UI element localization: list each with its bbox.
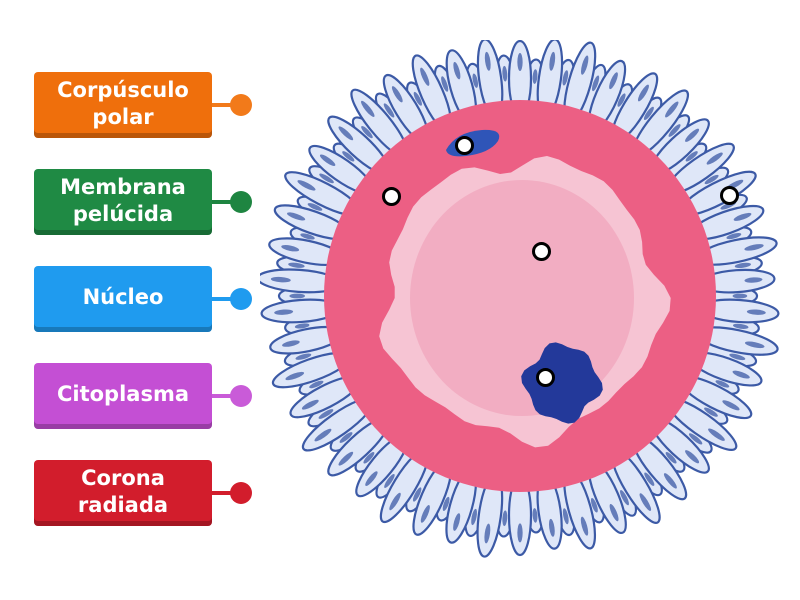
label-text: Corona radiada (77, 465, 169, 517)
corona-cell (698, 298, 780, 324)
drag-handle-icon[interactable] (230, 385, 252, 407)
oocyte-illustration (256, 38, 780, 558)
label-membrana-pelucida[interactable]: Membrana pelúcida (34, 169, 284, 235)
label-box: Corona radiada (34, 460, 212, 526)
drag-handle-icon[interactable] (230, 94, 252, 116)
drop-target-cytoplasm[interactable] (532, 242, 551, 261)
connector-line (212, 394, 234, 398)
drag-handle-icon[interactable] (230, 482, 252, 504)
drop-target-nucleus[interactable] (536, 368, 555, 387)
label-citoplasma[interactable]: Citoplasma (34, 363, 284, 429)
corona-cell (507, 39, 533, 118)
corona-cell (536, 38, 564, 119)
label-text: Corpúsculo polar (57, 77, 189, 129)
label-text: Núcleo (82, 285, 164, 309)
drop-target-corona-radiata[interactable] (720, 186, 739, 205)
label-box: Núcleo (34, 266, 212, 332)
drag-handle-icon[interactable] (230, 191, 252, 213)
label-corona-radiada[interactable]: Corona radiada (34, 460, 284, 526)
nucleus (521, 342, 603, 424)
label-text: Membrana pelúcida (60, 174, 186, 226)
oocyte-diagram (256, 38, 780, 560)
drag-handle-icon[interactable] (230, 288, 252, 310)
corona-cell (476, 38, 504, 119)
corona-cell (260, 298, 342, 324)
drop-target-polar-body[interactable] (455, 136, 474, 155)
label-nucleo[interactable]: Núcleo (34, 266, 284, 332)
label-box: Membrana pelúcida (34, 169, 212, 235)
corona-cell (382, 73, 430, 144)
corona-cell (301, 397, 375, 452)
label-box: Citoplasma (34, 363, 212, 429)
connector-line (212, 297, 234, 301)
connector-line (212, 200, 234, 204)
corona-cell (698, 268, 776, 294)
connector-line (212, 491, 234, 495)
connector-line (212, 103, 234, 107)
label-box: Corpúsculo polar (34, 72, 212, 138)
corona-cell (665, 142, 735, 195)
drop-target-zona-pellucida[interactable] (382, 187, 401, 206)
label-corpusculo-polar[interactable]: Corpúsculo polar (34, 72, 284, 138)
label-text: Citoplasma (56, 382, 190, 406)
